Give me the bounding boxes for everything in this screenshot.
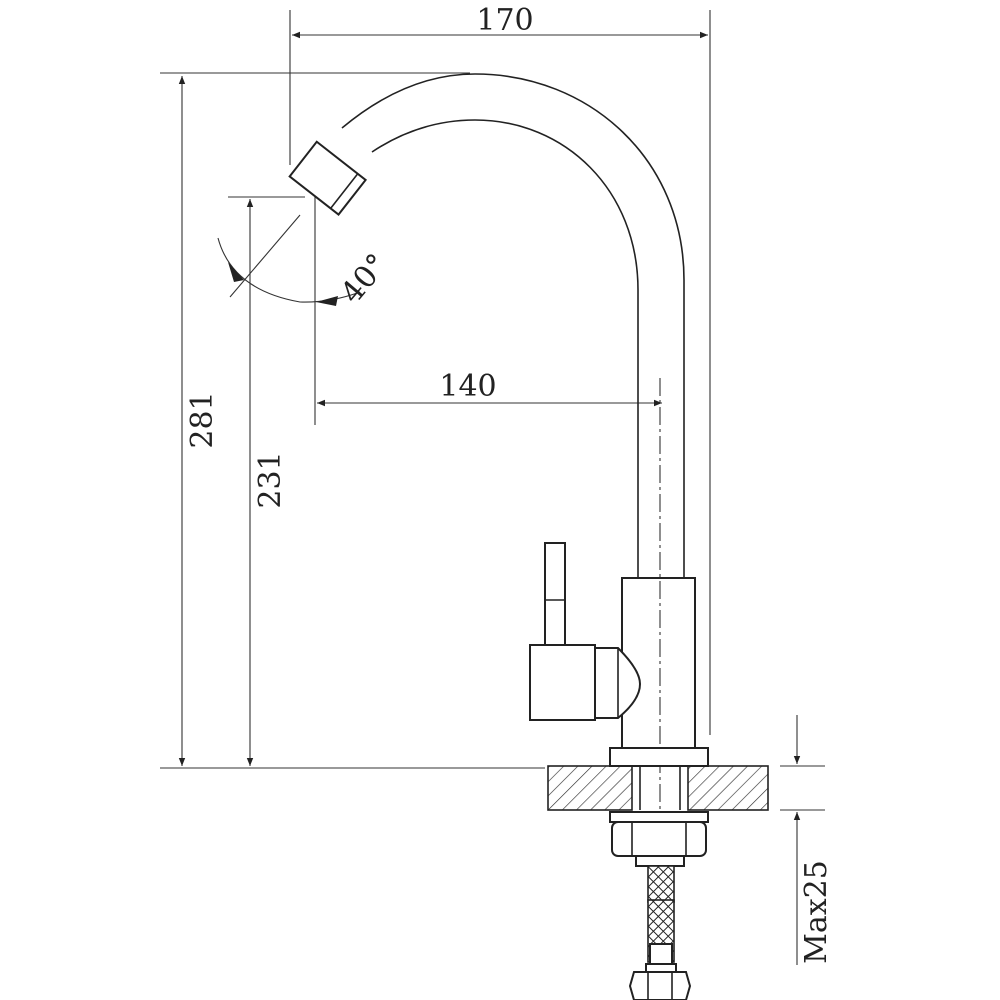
hex-fitting [628,971,692,1000]
spout [288,73,685,578]
angle-40: 40° [217,214,395,311]
dimension-170: 170 [289,3,711,735]
dimension-281: 281 [160,72,545,769]
dimension-231: 231 [228,196,305,766]
angle-40-label: 40° [334,247,395,310]
handle [529,542,642,721]
aerator [288,140,368,216]
dimension-170-label: 170 [476,3,533,38]
dimension-max25: Max25 [780,715,834,965]
dimension-max25-label: Max25 [799,860,834,964]
dimension-140: 140 [314,195,662,425]
dimension-140-label: 140 [439,369,496,404]
dimension-281-label: 281 [185,391,220,448]
dimension-231-label: 231 [253,451,288,508]
braided-hose [647,865,675,903]
countertop-section [547,765,769,811]
mounting-hardware [609,811,709,1000]
